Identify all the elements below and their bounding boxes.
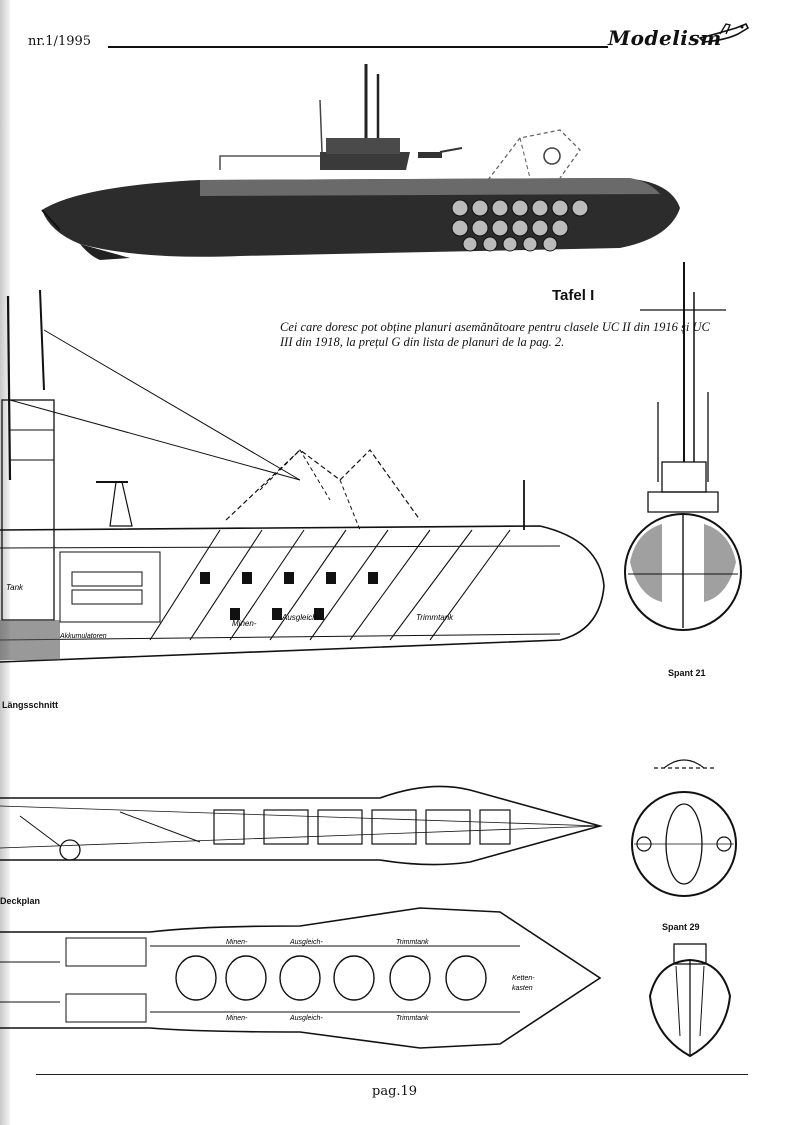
label-akku: Akkumulatoren: [59, 633, 107, 640]
label-ausgleich-bottom: Ausgleich-: [289, 1015, 323, 1022]
label-ausgleich: Ausgleich-: [281, 613, 320, 622]
interior-arrangement-drawing: Minen- Ausgleich- Trimmtank Minen- Ausgl…: [0, 907, 602, 1049]
issue-number: nr.1/1995: [28, 34, 92, 49]
section-view-label: Längsschnitt: [2, 700, 59, 710]
page-number: pag.19: [372, 1084, 418, 1099]
label-tank: Tank: [6, 583, 24, 592]
frame-29-label: Spant 29: [662, 922, 700, 932]
frame-21-cross-section: [624, 262, 742, 631]
airplane-logo-icon: [696, 22, 750, 43]
label-minen-bottom: Minen-: [226, 1015, 248, 1022]
scan-edge-shadow: [0, 0, 10, 1125]
label-ketten: Ketten-: [512, 975, 535, 982]
frame-29-cross-section: [631, 759, 737, 897]
submarine-side-view-illustration: [20, 60, 700, 280]
frame-21-label: Spant 21: [668, 668, 706, 678]
bow-cross-section: [648, 943, 732, 1058]
deck-plan-drawing: [0, 785, 603, 866]
plate-caption: Cei care doresc pot obține planuri asemă…: [280, 320, 710, 349]
label-minen-top: Minen-: [226, 939, 248, 946]
longitudinal-section-drawing: Tank Akkumulatoren Minen- Ausgleich- Tri…: [0, 290, 605, 663]
label-ausgleich-top: Ausgleich-: [289, 939, 323, 946]
label-trimm-top: Trimmtank: [396, 939, 429, 946]
label-minen: Minen-: [232, 619, 257, 628]
label-kasten: kasten: [512, 985, 533, 992]
footer-rule: [36, 1074, 748, 1075]
plate-title: Tafel I: [552, 287, 595, 304]
header-rule: [108, 46, 608, 48]
deck-plan-label: Deckplan: [0, 896, 41, 906]
label-trimm: Trimmtank: [416, 613, 454, 622]
label-trimm-bottom: Trimmtank: [396, 1015, 429, 1022]
